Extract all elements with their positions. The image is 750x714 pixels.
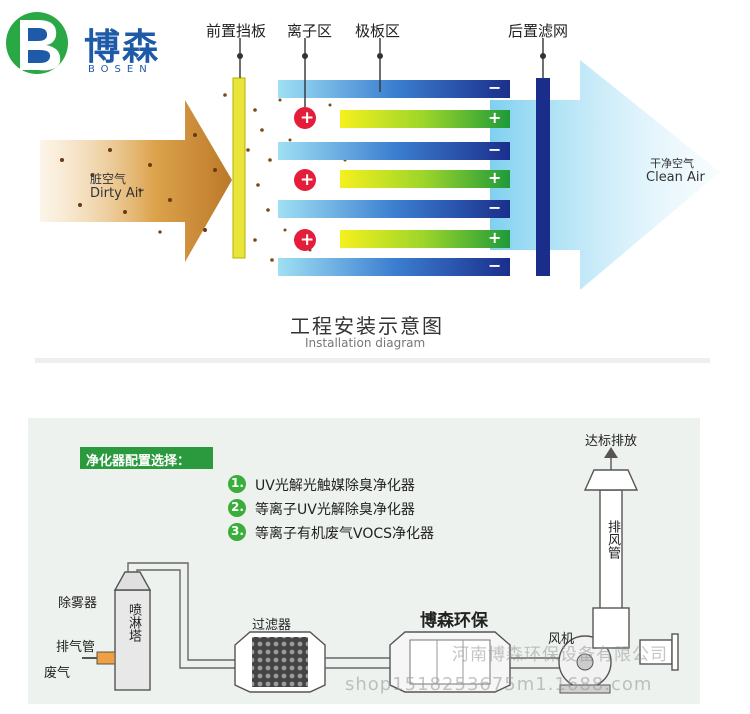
brand-latin: BOSEN [88, 64, 153, 75]
ion-plus-symbol: + [300, 108, 315, 128]
bosen-logo [6, 12, 68, 74]
plate-plus-symbol: + [488, 228, 502, 247]
dirty-air-arrow [40, 100, 232, 262]
option-badges [228, 475, 246, 541]
fan-unit [558, 635, 612, 694]
label-ion-zone: 离子区 [287, 22, 333, 40]
label-filter: 过滤器 [252, 618, 292, 633]
label-mist-remover: 除雾器 [58, 596, 98, 611]
ion-emitters [294, 107, 316, 251]
caption-en: Installation diagram [305, 336, 426, 350]
plate-minus-symbol: − [488, 256, 502, 275]
negative-plates [278, 80, 510, 276]
filter-unit [234, 631, 326, 693]
watermark-company: 河南博森环保设备有限公司 [452, 645, 668, 665]
clean-air-en: Clean Air [646, 170, 705, 185]
bosen-purifier-unit [389, 631, 511, 693]
discharge-arrow [604, 447, 618, 470]
label-exhaust-pipe: 排气管 [56, 640, 96, 655]
plate-plus-symbol: + [488, 168, 502, 187]
plate-minus-symbol: − [488, 140, 502, 159]
plate-minus-symbol: − [488, 78, 502, 97]
spray-tower [82, 571, 152, 691]
label-fan: 风机 [548, 632, 575, 647]
brand-name: 博森 [84, 27, 161, 68]
option-1-text: UV光解光触媒除臭净化器 [255, 478, 415, 494]
positive-plates [340, 110, 510, 248]
watermark-shop-url: shop1518253675m1.1688.com [345, 674, 653, 695]
plate-plus-symbol: + [488, 108, 502, 127]
ion-plus-symbol: + [300, 230, 315, 250]
label-waste-gas: 废气 [44, 666, 71, 681]
clean-air-cn: 干净空气 [650, 157, 694, 170]
pre-baffle-plate [232, 77, 246, 259]
label-plate-zone: 极板区 [355, 22, 401, 40]
label-bosen-env: 博森环保 [420, 611, 488, 631]
option-2-num: 2. [231, 500, 244, 514]
label-post-filter: 后置滤网 [508, 22, 569, 40]
option-3-num: 3. [231, 524, 244, 538]
caption-cn: 工程安装示意图 [290, 314, 444, 338]
dirty-air-cn: 脏空气 [90, 172, 127, 186]
option-3-text: 等离子有机废气VOCS净化器 [255, 526, 435, 542]
label-spray-tower: 喷淋塔 [126, 603, 141, 642]
post-filter-screen [536, 78, 550, 276]
dirty-air-en: Dirty Air [90, 186, 144, 201]
ion-plus-symbol: + [300, 170, 315, 190]
duct-tower-to-filter [127, 562, 235, 669]
exhaust-stack [583, 469, 679, 671]
plate-minus-symbol: − [488, 198, 502, 217]
label-exhaust-duct: 排风管 [605, 520, 620, 559]
config-title: 净化器配置选择： [86, 454, 191, 469]
label-discharge: 达标排放 [585, 434, 638, 449]
option-1-num: 1. [231, 476, 244, 490]
label-pre-baffle: 前置挡板 [206, 22, 267, 40]
option-2-text: 等离子UV光解除臭净化器 [255, 502, 415, 518]
